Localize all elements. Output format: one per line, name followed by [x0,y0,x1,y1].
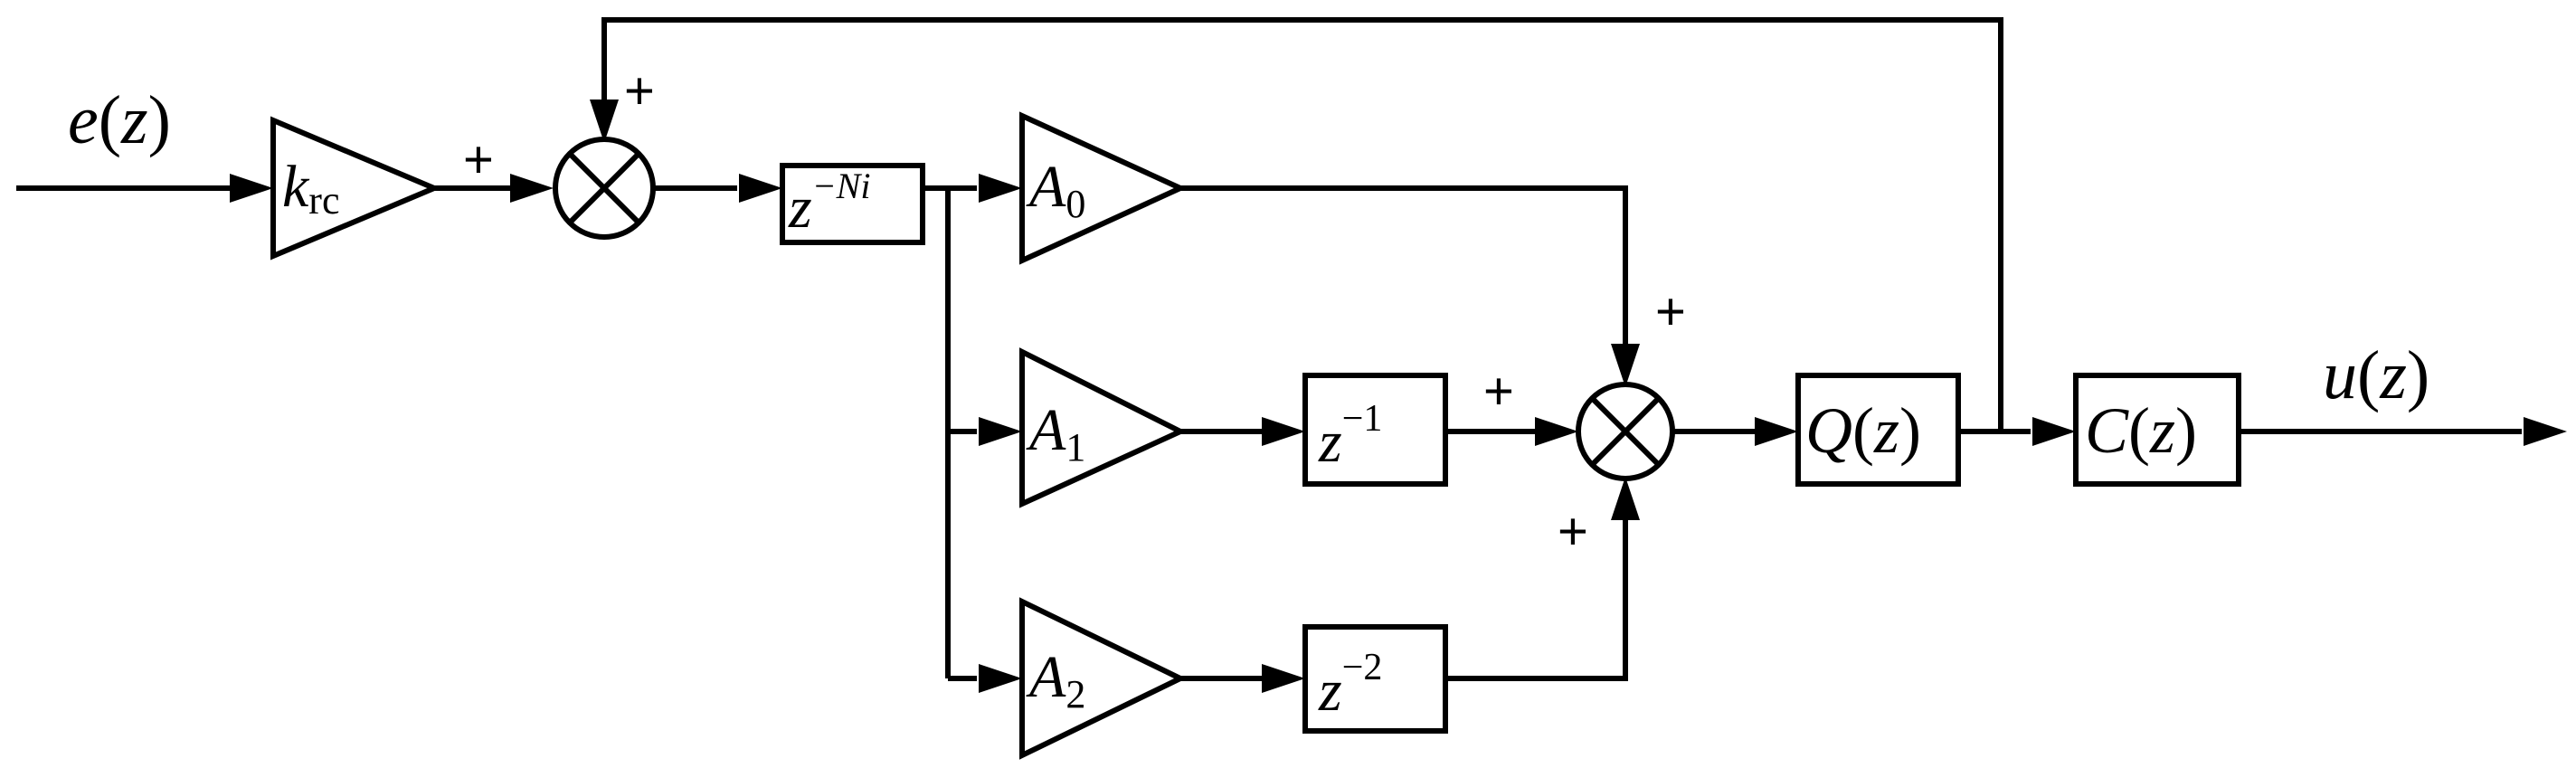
arrow-to-A0 [979,174,1022,203]
gain-A2-block [1019,597,1187,760]
arrow-A1-to-delay1 [1262,417,1305,446]
arrow-delay2-to-sum2 [1611,477,1640,520]
arrow-krc-to-sum1 [510,174,554,203]
gain-A1-block [1019,347,1187,508]
arrow-to-A2 [979,664,1022,693]
gain-A1-label: A1 [1026,397,1085,469]
delay-1-label: z−1 [1318,398,1382,475]
wire-feedback [601,17,2003,431]
gain-A2-label: A2 [1026,644,1085,716]
gain-A0-block [1019,111,1188,265]
delay-2-block [1302,624,1448,734]
wire-A0-to-sum2 [1180,185,1628,344]
compensator-C-block [2073,373,2241,487]
sum2-left-sign: + [1483,362,1514,421]
arrow-to-A1 [979,417,1022,446]
arrow-feedback-to-sum1 [590,100,619,143]
arrow-sum1-to-delayN [739,174,782,203]
gain-krc-label: krc [282,154,339,223]
input-signal-label: e(z) [68,82,171,158]
arrow-Q-to-C [2032,417,2076,446]
arrow-A2-to-delay2 [1262,664,1305,693]
sum2-top-sign: + [1655,282,1686,341]
arrow-delay1-to-sum2 [1535,417,1578,446]
delay-1-block [1302,373,1448,487]
output-signal-label: u(z) [2323,337,2429,413]
filter-Q-label: Q(z) [1805,394,1921,467]
gain-krc-block [270,116,441,261]
delay-N-block [780,163,925,245]
summing-junction-1 [553,137,656,240]
arrow-sum2-to-Q [1755,417,1798,446]
delay-2-label: z−2 [1318,647,1382,724]
sum2-bottom-sign: + [1558,502,1588,561]
gain-A0-label: A0 [1026,154,1085,226]
compensator-C-label: C(z) [2085,394,2197,467]
arrow-output [2524,417,2567,446]
arrow-input-to-krc [230,174,273,203]
delay-N-label: z−Ni [788,166,870,241]
wire-delay2-to-sum2 [1445,520,1628,681]
sum1-left-sign: + [463,130,494,189]
sum1-top-sign: + [624,62,655,120]
filter-Q-block [1795,373,1961,487]
arrow-A0-to-sum2 [1611,344,1640,387]
summing-junction-2 [1576,382,1675,481]
